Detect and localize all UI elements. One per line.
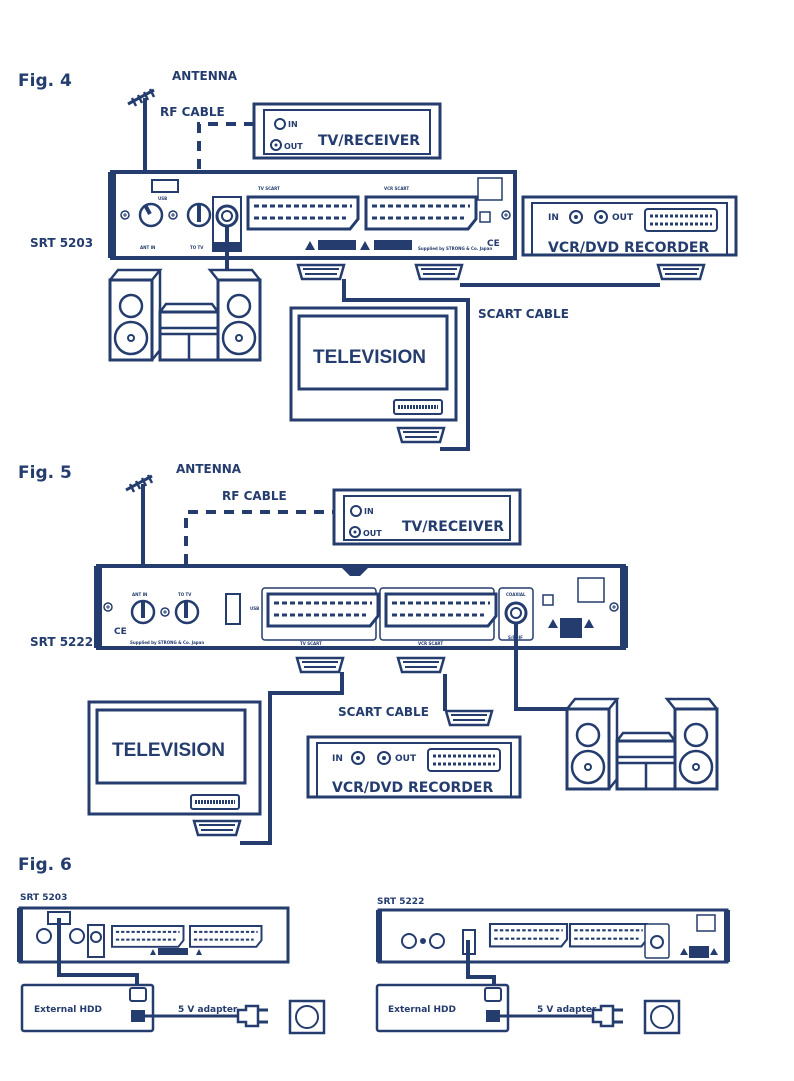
power-plug-icon [236,1004,268,1028]
svg-text:IN: IN [332,754,343,764]
television-label: TELEVISION [313,347,426,368]
vcr-label: VCR/DVD RECORDER [548,240,709,256]
tv-receiver-out-label: OUT [284,142,303,151]
svg-text:TO TV: TO TV [178,592,192,597]
svg-text:ANT IN: ANT IN [140,245,155,250]
svg-text:USB: USB [250,606,259,611]
svg-text:CE: CE [114,627,127,637]
srt-5203-rear-panel: USB ANT IN TO TV TV SCART VCR SCART CE [108,170,517,260]
fig4-rf-cable-label: RF CABLE [160,105,225,119]
vcr-dvd-recorder-box: IN OUT VCR/DVD RECORDER [521,195,738,257]
svg-text:OUT: OUT [395,754,417,764]
television-box: TELEVISION [87,700,262,837]
svg-text:TV SCART: TV SCART [258,186,280,191]
fig5-scart-cable-label: SCART CABLE [338,705,429,719]
svg-text:IN: IN [364,507,374,516]
hifi-speakers-icon [565,697,719,791]
svg-text:ANT IN: ANT IN [132,592,147,597]
tv-receiver-label: TV/RECEIVER [318,133,420,149]
fig5-rf-cable-label: RF CABLE [222,489,287,503]
svg-text:USB: USB [158,196,167,201]
tv-receiver-box: IN OUT TV/RECEIVER [332,488,522,546]
television-label: TELEVISION [112,740,225,761]
wall-socket-icon [643,999,681,1035]
fig5-model-label: SRT 5222 [30,635,93,649]
hifi-speakers-icon [108,268,262,362]
svg-text:COAXIAL: COAXIAL [506,592,526,597]
figure-6: Fig. 6 SRT 5203 External HDD 5 V adapter [17,855,730,1035]
vcr-dvd-recorder-box: IN OUT VCR/DVD RECORDER [306,735,522,799]
fig4-model-label: SRT 5203 [30,236,93,250]
scart-cable [296,263,706,451]
svg-text:OUT: OUT [363,529,382,538]
svg-text:VCR SCART: VCR SCART [418,641,443,646]
ant-in-port [138,202,164,228]
television-box: TELEVISION [289,306,458,444]
external-hdd-box: External HDD [375,983,510,1033]
svg-text:Supplied by STRONG & Co. Japan: Supplied by STRONG & Co. Japan [130,640,204,645]
svg-text:VCR SCART: VCR SCART [384,186,409,191]
vcr-scart-port [364,195,478,231]
svg-text:Supplied by STRONG & Co. Japan: Supplied by STRONG & Co. Japan [418,246,492,251]
fig5-title: Fig. 5 [18,463,72,483]
vcr-label: VCR/DVD RECORDER [332,780,493,796]
figure-4: Fig. 4 ANTENNA RF CABLE IN OUT TV/RECEIV… [18,69,738,451]
adapter-label: 5 V adapter [178,1005,238,1015]
tv-scart-port [246,195,360,231]
scart-cable [240,623,568,845]
fig4-title: Fig. 4 [18,71,72,91]
figure-5: Fig. 5 ANTENNA RF CABLE IN OUT TV/RECEIV… [18,462,719,845]
tv-receiver-label: TV/RECEIVER [402,519,504,535]
fig4-scart-cable-label: SCART CABLE [478,307,569,321]
hdd-label: External HDD [388,1005,456,1015]
tv-receiver-in-label: IN [288,120,298,129]
srt-5203-rear-panel-small [17,906,290,964]
fig5-antenna-label: ANTENNA [176,462,242,476]
svg-text:CE: CE [487,239,500,249]
srt-5222-rear-panel: ANT IN TO TV USB TV SCART VCR SCART COAX… [94,564,628,650]
fig4-antenna-label: ANTENNA [172,69,238,83]
tv-receiver-box: IN OUT TV/RECEIVER [252,102,442,160]
external-hdd-box: External HDD [20,983,155,1033]
srt-5222-rear-panel-small [376,908,730,964]
fig6-left-model: SRT 5203 [20,893,67,903]
svg-text:IN: IN [548,213,559,223]
svg-text:OUT: OUT [612,213,634,223]
fig6-title: Fig. 6 [18,855,72,875]
svg-text:TO TV: TO TV [190,245,204,250]
coaxial-port: COAXIAL S/PDIF [498,587,534,641]
vcr-scart-port [384,592,498,628]
tv-scart-port [266,592,380,628]
power-plug-icon [591,1004,623,1028]
wall-socket-icon [288,999,326,1035]
fig6-right-model: SRT 5222 [377,897,424,907]
hdd-label: External HDD [34,1005,102,1015]
adapter-label: 5 V adapter [537,1005,597,1015]
svg-text:TV SCART: TV SCART [300,641,322,646]
